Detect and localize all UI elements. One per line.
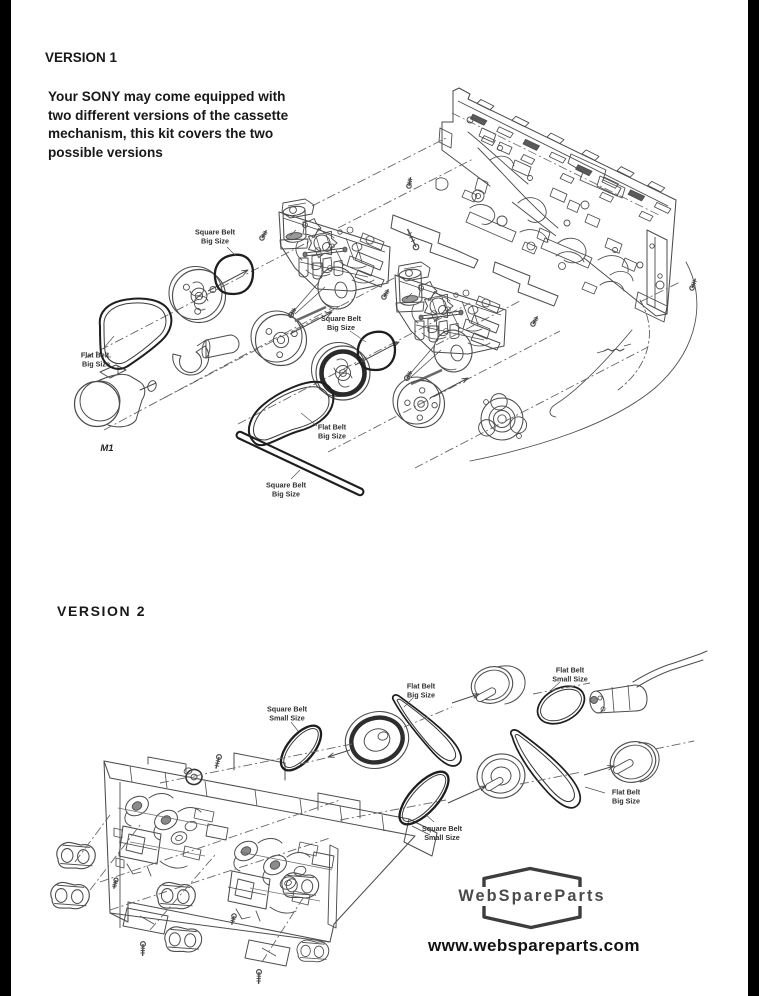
svg-text:Small Size: Small Size xyxy=(424,833,460,842)
svg-text:Big Size: Big Size xyxy=(318,432,346,441)
svg-text:Small Size: Small Size xyxy=(269,714,305,723)
svg-text:Square Belt: Square Belt xyxy=(266,481,307,490)
svg-text:Flat Belt: Flat Belt xyxy=(556,666,585,675)
svg-text:Square Belt: Square Belt xyxy=(195,228,236,237)
svg-text:Big Size: Big Size xyxy=(82,360,110,369)
svg-text:Flat Belt: Flat Belt xyxy=(612,788,641,797)
svg-text:Big Size: Big Size xyxy=(272,490,300,499)
svg-text:Flat Belt: Flat Belt xyxy=(318,423,347,432)
svg-text:Small Size: Small Size xyxy=(552,675,588,684)
svg-text:Big Size: Big Size xyxy=(327,323,355,332)
svg-text:Big Size: Big Size xyxy=(407,691,435,700)
svg-text:M1: M1 xyxy=(100,443,113,454)
svg-text:Square Belt: Square Belt xyxy=(267,705,308,714)
svg-text:Big Size: Big Size xyxy=(612,797,640,806)
svg-text:Flat Belt: Flat Belt xyxy=(407,682,436,691)
svg-text:Big Size: Big Size xyxy=(201,237,229,246)
svg-text:Square Belt: Square Belt xyxy=(321,314,362,323)
svg-text:Square Belt: Square Belt xyxy=(422,824,463,833)
svg-text:Flat Belt.: Flat Belt. xyxy=(81,351,111,360)
